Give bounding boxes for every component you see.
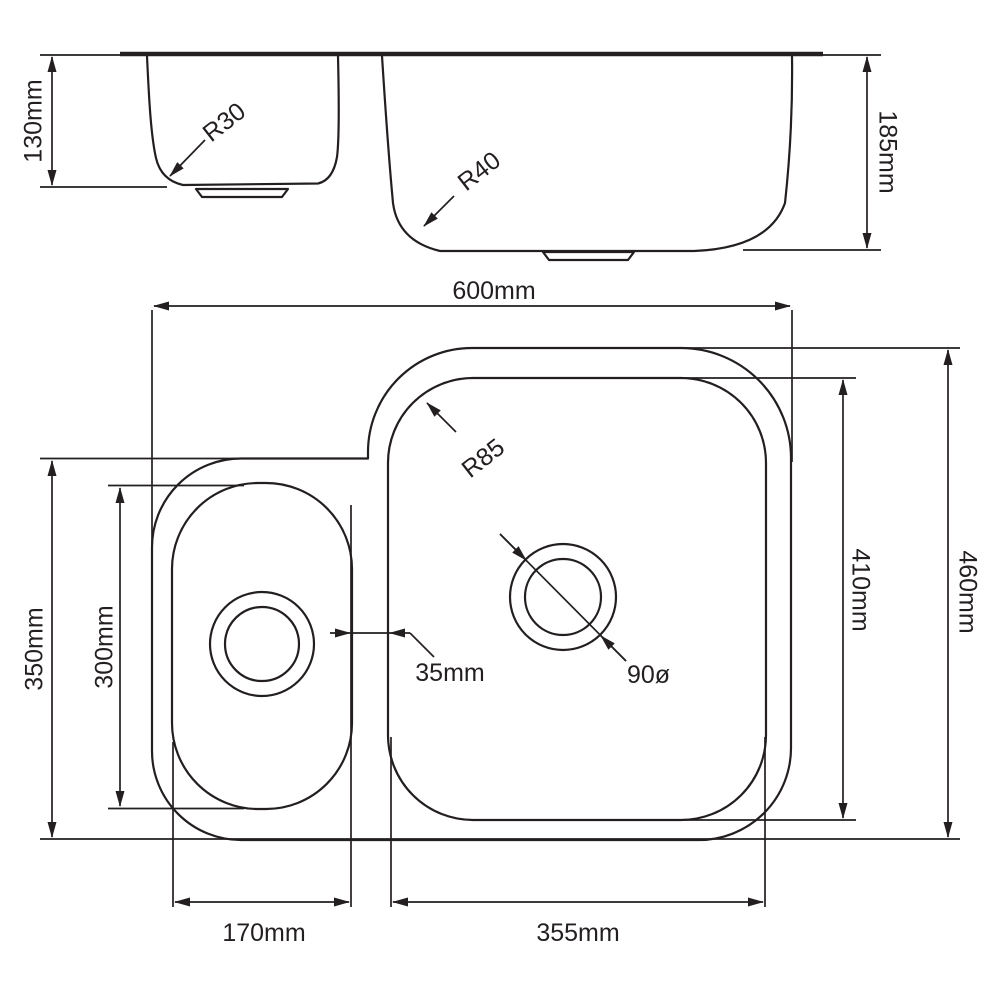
large-bowl-drain-recess — [541, 250, 636, 262]
dim-large-bowl-width: 355mm — [390, 737, 766, 947]
radius-label-r85: R85 — [457, 433, 510, 483]
large-bowl-cavity — [386, 376, 768, 822]
radius-label-r40: R40 — [453, 146, 506, 196]
dim-small-bowl-outer-depth: 350mm — [21, 457, 368, 838]
callout-r40: R40 — [423, 146, 506, 227]
callout-r85: R85 — [426, 402, 510, 484]
dim-overall-depth: 460mm — [40, 347, 982, 840]
dim-large-bowl-depth: 185mm — [743, 56, 902, 251]
dim-label-350mm: 350mm — [21, 607, 49, 690]
large-bowl-drain-outer-circle — [508, 542, 618, 652]
large-bowl-drain-inner-circle — [523, 557, 603, 637]
dim-small-bowl-depth: 130mm — [20, 56, 167, 188]
small-bowl-drain-outer-circle — [208, 590, 316, 698]
dim-label-410mm: 410mm — [847, 548, 875, 631]
small-bowl-cavity — [170, 481, 354, 811]
small-bowl-drain-inner-circle — [223, 605, 301, 683]
small-bowl-drain-recess — [194, 187, 290, 199]
plan-view: 90ø R85 600mm 350mm 300mm — [21, 277, 982, 947]
dim-label-600mm: 600mm — [452, 277, 535, 305]
dim-label-300mm: 300mm — [91, 605, 119, 688]
dim-small-bowl-inner-depth: 300mm — [91, 484, 244, 810]
large-bowl-profile — [380, 54, 794, 253]
callout-waste-diameter: 90ø — [499, 533, 670, 689]
dim-label-130mm: 130mm — [20, 79, 48, 162]
dim-large-bowl-inner-depth: 410mm — [681, 377, 875, 821]
dim-overall-width: 600mm — [151, 277, 793, 556]
elevation-view: 130mm 185mm R30 R40 — [20, 51, 902, 262]
dim-label-35mm: 35mm — [415, 659, 484, 687]
dim-label-170mm: 170mm — [222, 919, 305, 947]
small-bowl-profile — [145, 54, 340, 187]
callout-r30: R30 — [169, 97, 251, 177]
dim-small-bowl-width: 170mm — [172, 505, 352, 947]
dim-label-90dia: 90ø — [627, 661, 670, 689]
radius-label-r30: R30 — [198, 97, 251, 147]
dim-divider-width: 35mm — [330, 628, 485, 687]
dim-label-185mm: 185mm — [874, 110, 902, 193]
dim-label-355mm: 355mm — [536, 919, 619, 947]
dim-label-460mm: 460mm — [954, 550, 982, 633]
